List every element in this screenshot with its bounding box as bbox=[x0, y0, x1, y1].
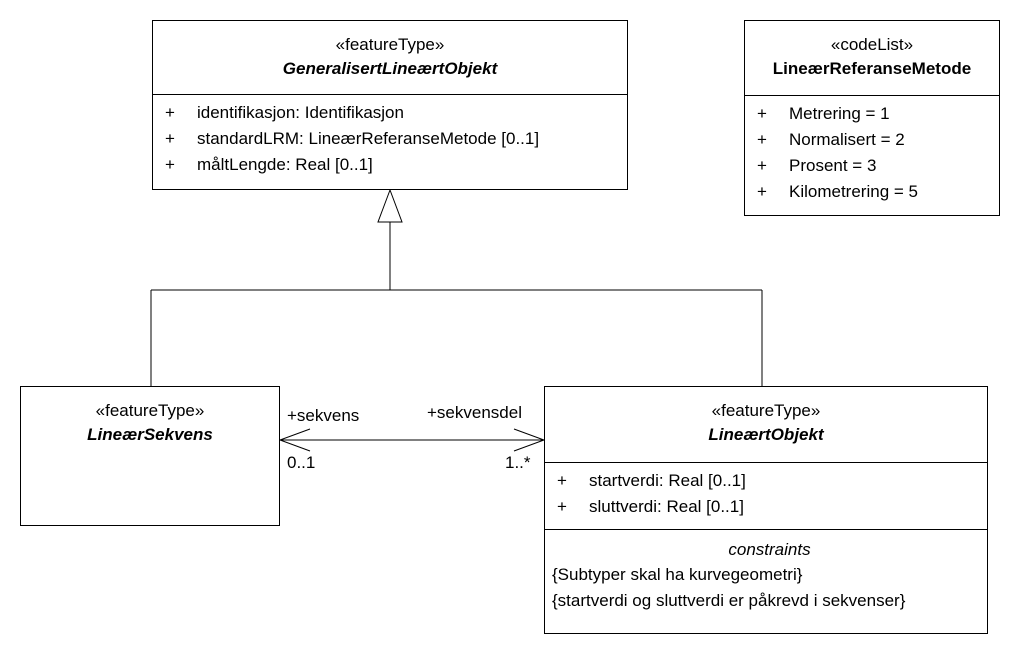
literal-compartment: + Metrering = 1 + Normalisert = 2 + Pros… bbox=[745, 95, 999, 205]
attribute-compartment: + startverdi: Real [0..1] + sluttverdi: … bbox=[545, 462, 987, 529]
generalization-arrowhead bbox=[377, 188, 403, 223]
constraints-heading: constraints bbox=[728, 540, 811, 559]
visibility-marker: + bbox=[165, 155, 175, 174]
visibility-marker: + bbox=[757, 104, 767, 123]
attribute-row: + måltLengde: Real [0..1] bbox=[153, 152, 627, 178]
attribute-row: + sluttverdi: Real [0..1] bbox=[545, 494, 987, 520]
stereotype-label: «featureType» bbox=[335, 35, 445, 54]
literal-text: Normalisert = 2 bbox=[789, 130, 905, 149]
visibility-marker: + bbox=[557, 497, 567, 516]
attribute-row: + standardLRM: LineærReferanseMetode [0.… bbox=[153, 126, 627, 152]
attribute-text: sluttverdi: Real [0..1] bbox=[589, 497, 744, 516]
class-name: LineærtObjekt bbox=[708, 425, 824, 444]
attribute-text: måltLengde: Real [0..1] bbox=[197, 155, 373, 174]
multiplicity-label-sekvensdel: 1..* bbox=[505, 453, 531, 472]
association-arrow-left bbox=[278, 428, 311, 452]
literal-text: Metrering = 1 bbox=[789, 104, 890, 123]
literal-row: + Normalisert = 2 bbox=[745, 127, 999, 153]
codelist-lineaer-referanse-metode[interactable]: «codeList» LineærReferanseMetode + Metre… bbox=[744, 20, 1000, 216]
constraint-compartment: constraints {Subtyper skal ha kurvegeome… bbox=[545, 529, 987, 614]
stereotype-label: «featureType» bbox=[711, 401, 821, 420]
class-name: LineærSekvens bbox=[87, 425, 213, 444]
attribute-text: startverdi: Real [0..1] bbox=[589, 471, 746, 490]
class-name: GeneralisertLineærtObjekt bbox=[282, 59, 498, 78]
attribute-text: standardLRM: LineærReferanseMetode [0..1… bbox=[197, 129, 540, 148]
constraint-text: {Subtyper skal ha kurvegeometri} bbox=[552, 565, 803, 584]
literal-text: Prosent = 3 bbox=[789, 156, 877, 175]
constraint-text: {startverdi og sluttverdi er påkrevd i s… bbox=[552, 591, 906, 610]
role-label-sekvens: +sekvens bbox=[287, 406, 360, 425]
visibility-marker: + bbox=[757, 182, 767, 201]
attribute-compartment: + identifikasjon: Identifikasjon + stand… bbox=[153, 94, 627, 178]
attribute-text: identifikasjon: Identifikasjon bbox=[197, 103, 404, 122]
attribute-row: + startverdi: Real [0..1] bbox=[545, 468, 987, 494]
visibility-marker: + bbox=[757, 156, 767, 175]
literal-text: Kilometrering = 5 bbox=[789, 182, 918, 201]
visibility-marker: + bbox=[757, 130, 767, 149]
literal-row: + Kilometrering = 5 bbox=[745, 179, 999, 205]
visibility-marker: + bbox=[165, 129, 175, 148]
visibility-marker: + bbox=[557, 471, 567, 490]
class-generalisert-lineaert-objekt[interactable]: «featureType» GeneralisertLineærtObjekt … bbox=[152, 20, 628, 190]
visibility-marker: + bbox=[165, 103, 175, 122]
literal-row: + Metrering = 1 bbox=[745, 101, 999, 127]
class-name: LineærReferanseMetode bbox=[772, 59, 972, 78]
multiplicity-label-sekvens: 0..1 bbox=[287, 453, 316, 472]
literal-row: + Prosent = 3 bbox=[745, 153, 999, 179]
class-lineaert-objekt[interactable]: «featureType» LineærtObjekt + startverdi… bbox=[544, 386, 988, 634]
stereotype-label: «featureType» bbox=[95, 401, 205, 420]
stereotype-label: «codeList» bbox=[830, 35, 914, 54]
role-label-sekvensdel: +sekvensdel bbox=[427, 403, 522, 422]
attribute-row: + identifikasjon: Identifikasjon bbox=[153, 100, 627, 126]
class-lineaer-sekvens[interactable]: «featureType» LineærSekvens bbox=[20, 386, 280, 526]
